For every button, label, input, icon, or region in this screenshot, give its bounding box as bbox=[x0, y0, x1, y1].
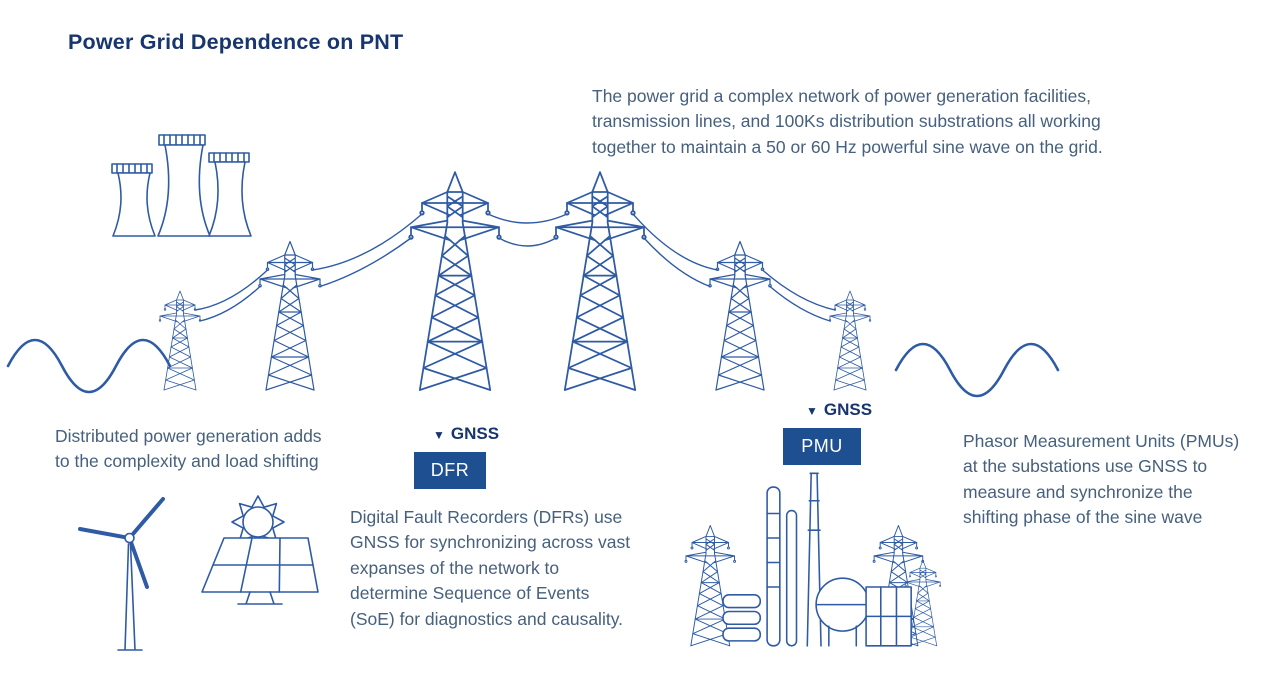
power-lines-icon bbox=[194, 213, 836, 322]
transmission-tower-icon bbox=[258, 240, 322, 391]
transmission-tower-icon bbox=[708, 240, 772, 391]
intro-paragraph: The power grid a complex network of powe… bbox=[592, 86, 1103, 157]
transmission-tower-icon bbox=[408, 171, 502, 391]
transmission-tower-icon bbox=[828, 290, 872, 391]
solar-panel-icon bbox=[201, 495, 319, 605]
transmission-tower-icon bbox=[158, 290, 202, 391]
dfr-badge: DFR bbox=[414, 452, 486, 489]
gnss-label: GNSS bbox=[823, 400, 873, 419]
dfr-gnss-label: ▼ GNSS bbox=[433, 424, 499, 444]
wind-turbine-icon bbox=[78, 497, 165, 651]
sine-wave-right-icon bbox=[894, 342, 1060, 398]
distributed-generation-note: Distributed power generation adds to the… bbox=[55, 426, 322, 472]
pmu-badge: PMU bbox=[783, 428, 861, 465]
gnss-label: GNSS bbox=[450, 424, 500, 443]
substation-plant-icon bbox=[684, 472, 942, 647]
pmu-gnss-label: ▼ GNSS bbox=[806, 400, 872, 420]
sine-wave-left-icon bbox=[6, 338, 172, 394]
dfr-description: Digital Fault Recorders (DFRs) use GNSS … bbox=[350, 507, 631, 629]
transmission-tower-icon bbox=[553, 171, 647, 391]
gnss-pointer-icon: ▼ bbox=[433, 428, 445, 442]
cooling-towers-icon bbox=[111, 134, 252, 237]
gnss-pointer-icon: ▼ bbox=[806, 404, 818, 418]
page-title: Power Grid Dependence on PNT bbox=[68, 30, 404, 54]
pmu-description: Phasor Measurement Units (PMUs) at the s… bbox=[963, 431, 1240, 528]
